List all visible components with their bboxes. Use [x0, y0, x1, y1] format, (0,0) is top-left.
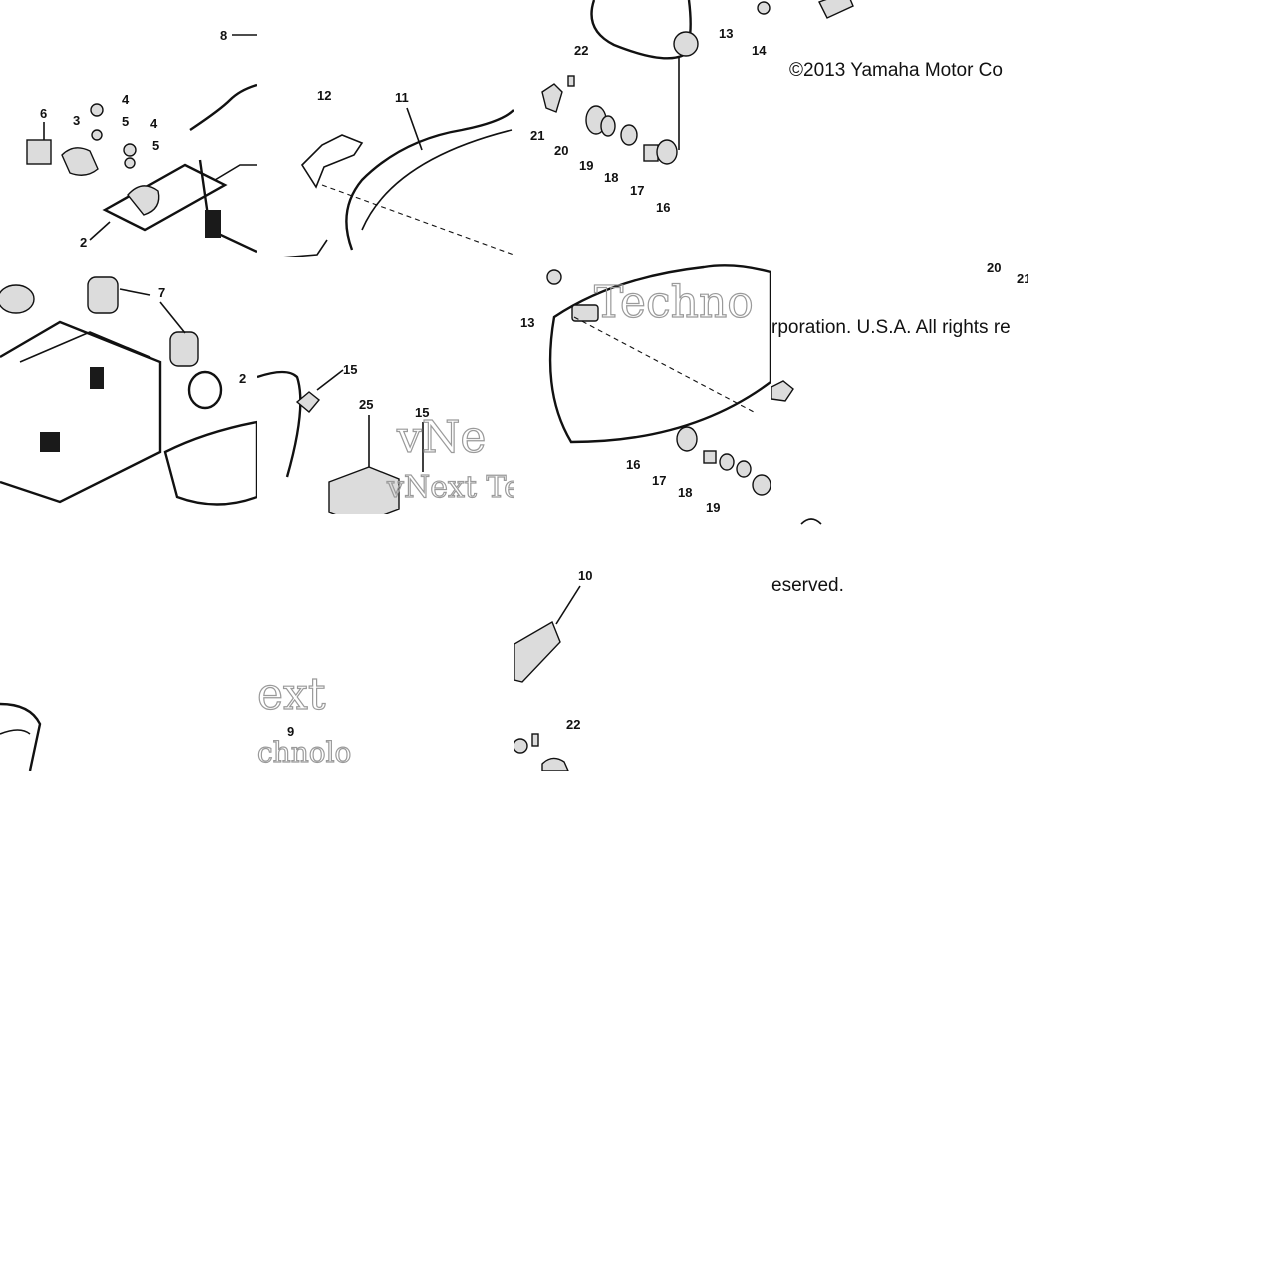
- diagram-tile-copyright-1: ©2013 Yamaha Motor Co: [771, 0, 1028, 257]
- watermark-text: vNext Te: [386, 470, 514, 505]
- callout-label: 17: [630, 183, 644, 198]
- part-6-shape: [26, 139, 52, 165]
- callout-label: 13: [719, 26, 733, 41]
- diagram-tile-copyright-2: 20 21 rporation. U.S.A. All rights re: [771, 257, 1028, 514]
- callout-label: 13: [520, 315, 534, 330]
- callout-label: 16: [626, 457, 640, 472]
- side-cover-drawing: 12 11 23 1: [283, 88, 514, 257]
- diagram-tile-tube: [0, 514, 257, 771]
- callout-label: 18: [604, 170, 618, 185]
- callout-label: 14: [752, 43, 767, 58]
- callout-label: 11: [395, 90, 409, 105]
- watermark-drawing: ext 9 chnolo: [257, 668, 352, 769]
- part-11-cover-outline: [345, 109, 514, 251]
- diagram-tile-side-cover: 12 11 23 1: [257, 0, 514, 257]
- callout-label: 10: [578, 568, 592, 583]
- callout-label: 25: [359, 397, 373, 412]
- callout-label: 20: [987, 260, 1001, 275]
- callout-label: 21: [530, 128, 544, 143]
- callout-label: 19: [579, 158, 593, 173]
- diagram-tile-cover-2: 13 Techno 16 17 18 19: [514, 257, 771, 514]
- callout-label: 19: [706, 500, 720, 514]
- callout-label: 5: [152, 138, 159, 153]
- callout-label: 22: [574, 43, 588, 58]
- callout-label: 20: [554, 143, 568, 158]
- callout-label: 17: [652, 473, 666, 488]
- copyright-text-3: eserved.: [771, 575, 844, 596]
- callout-label: 18: [678, 485, 692, 500]
- relay-drawing: 15 25 15 vNe vNext Te: [257, 362, 514, 514]
- diagram-tile-bracket: 8 6 4 5 4 5 3 2: [0, 0, 257, 257]
- callout-label: 3: [73, 113, 80, 128]
- watermark-text: ext: [257, 669, 326, 720]
- callout-label: 7: [158, 285, 165, 300]
- diagram-tile-grommets: 22 21 20 19 18 17 16 13 14: [514, 0, 771, 257]
- callout-label: 9: [287, 724, 294, 739]
- callout-label: 4: [122, 92, 130, 107]
- battery-box-drawing: 7 2: [0, 276, 257, 506]
- diagram-tile-emblem: 10 22: [514, 514, 771, 771]
- callout-label: 16: [656, 200, 670, 215]
- tube-drawing: [0, 702, 42, 771]
- callout-label: 15: [343, 362, 357, 377]
- callout-label: 2: [80, 235, 87, 250]
- cover-outline: [548, 264, 771, 444]
- copyright-drawing-1: ©2013 Yamaha Motor Co: [789, 0, 1003, 81]
- copyright-text-2: rporation. U.S.A. All rights re: [771, 317, 1011, 338]
- callout-label: 12: [317, 88, 331, 103]
- diagram-tile-watermark: ext 9 chnolo: [257, 514, 357, 771]
- part-12-bracket: [300, 134, 364, 189]
- diagram-tile-copyright-3: eserved.: [771, 514, 1028, 614]
- part-2-bracket: [102, 163, 228, 232]
- diagram-tile-battery-box: 7 2: [0, 257, 257, 514]
- emblem-drawing: 10 22: [514, 568, 592, 771]
- callout-label: 2: [239, 371, 246, 386]
- callout-label: 22: [566, 717, 580, 732]
- copyright-drawing-2: 20 21 rporation. U.S.A. All rights re: [771, 260, 1028, 402]
- cover-2-drawing: 13 Techno 16 17 18 19: [520, 264, 771, 514]
- callout-label: 15: [415, 405, 429, 420]
- bracket-drawing: 8 6 4 5 4 5 3 2: [26, 28, 257, 254]
- copyright-drawing-3: eserved.: [771, 518, 844, 596]
- watermark-text: vNe: [396, 412, 486, 463]
- copyright-text-1: ©2013 Yamaha Motor Co: [789, 60, 1003, 81]
- callout-label: 8: [220, 28, 227, 43]
- callout-label: 5: [122, 114, 129, 129]
- part-3-shape: [61, 147, 99, 176]
- watermark-text: chnolo: [257, 736, 351, 769]
- part-10-emblem: [514, 620, 561, 683]
- diagram-tile-relay: 15 25 15 vNe vNext Te: [257, 257, 514, 514]
- callout-label: 4: [150, 116, 158, 131]
- grommet-drawing: 22 21 20 19 18 17 16 13 14: [530, 0, 771, 215]
- watermark-text: Techno: [594, 277, 754, 328]
- callout-label: 21: [1017, 271, 1028, 286]
- callout-label: 6: [40, 106, 47, 121]
